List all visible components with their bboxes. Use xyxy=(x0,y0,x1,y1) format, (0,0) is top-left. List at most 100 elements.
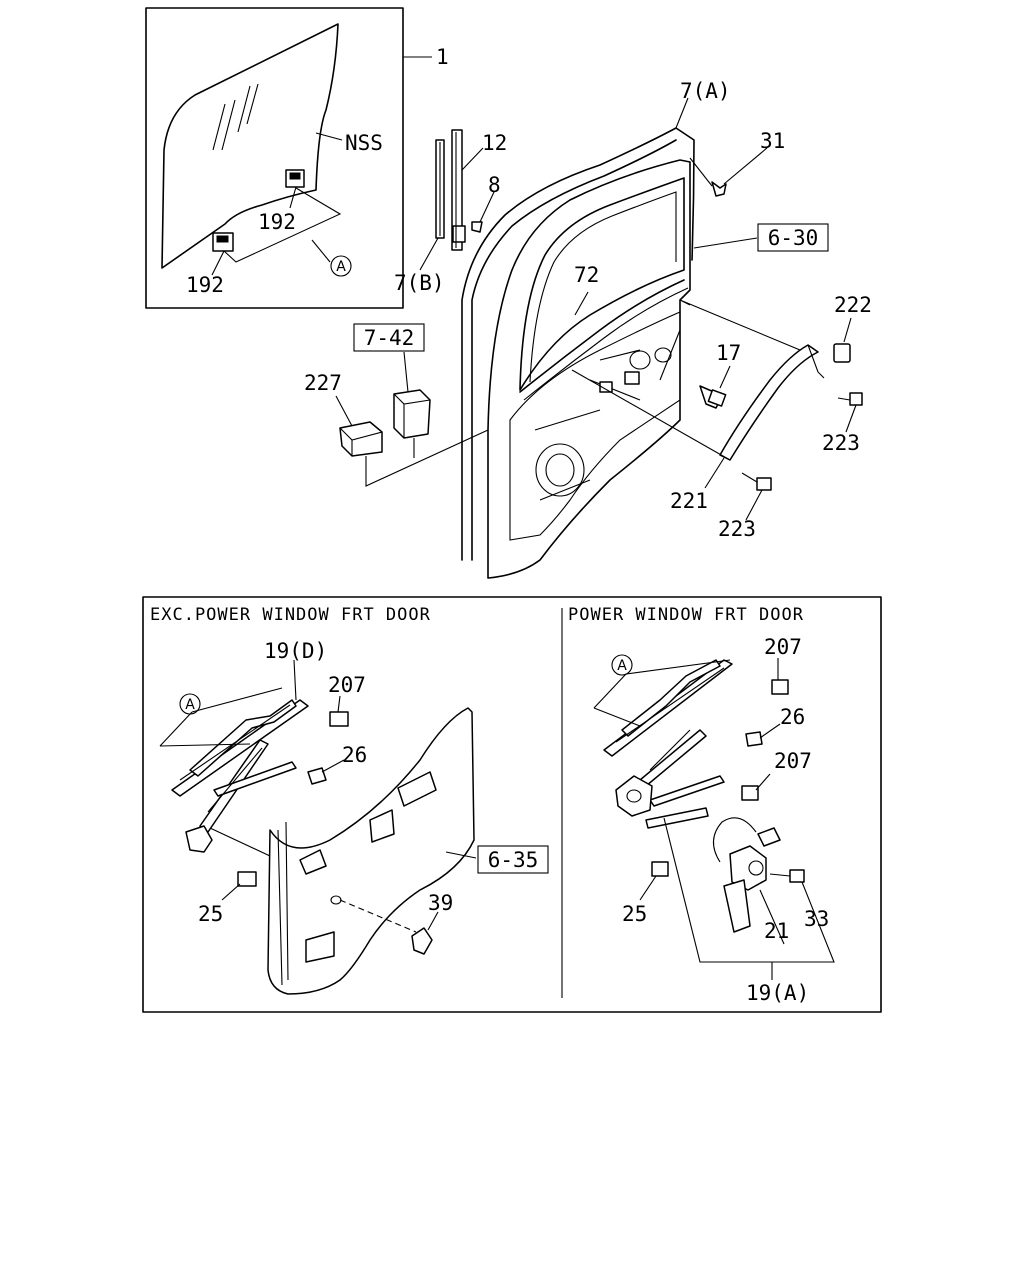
label-207-left: 207 xyxy=(328,673,366,697)
leader-7b xyxy=(419,237,439,271)
label-6-35: 6-35 xyxy=(488,848,539,872)
label-25-right: 25 xyxy=(622,902,647,926)
label-nss: NSS xyxy=(345,131,383,155)
right-panel-header: POWER WINDOW FRT DOOR xyxy=(568,605,804,625)
label-222: 222 xyxy=(834,293,872,317)
label-26-right: 26 xyxy=(780,705,805,729)
circle-a-marker xyxy=(330,255,352,277)
power-regulator-panel: POWER WINDOW FRT DOOR xyxy=(568,605,835,1005)
ref-box-7-42 xyxy=(353,323,425,352)
leader-31 xyxy=(723,147,768,185)
label-223-lower: 223 xyxy=(718,517,756,541)
label-26-left: 26 xyxy=(342,743,367,767)
door-assembly: 7(A) 31 12 8 7(B) 6-30 72 222 7-42 17 22… xyxy=(304,79,872,579)
label-7b: 7(B) xyxy=(394,271,445,295)
manual-regulator-panel: EXC.POWER WINDOW FRT DOOR 19(D) xyxy=(150,605,549,995)
speaker-hole xyxy=(535,443,585,497)
leader-8 xyxy=(479,191,495,223)
left-panel-header: EXC.POWER WINDOW FRT DOOR xyxy=(150,605,431,625)
regulator-panels-frame xyxy=(142,596,882,1013)
circle-a-letter: A xyxy=(336,259,346,275)
leader-12 xyxy=(461,147,484,171)
cap-222 xyxy=(833,343,851,363)
label-192-lower: 192 xyxy=(186,273,224,297)
label-227: 227 xyxy=(304,371,342,395)
label-19a: 19(A) xyxy=(746,981,809,1005)
regulator-gear xyxy=(185,825,213,853)
leader-a-right xyxy=(593,659,731,727)
label-17: 17 xyxy=(716,341,741,365)
leader-a xyxy=(311,239,331,263)
leader-72 xyxy=(574,291,589,316)
label-21: 21 xyxy=(764,919,789,943)
leader-a-left xyxy=(159,687,283,747)
door-panel xyxy=(487,159,691,579)
glass-inset: A 1 NSS 192 192 xyxy=(145,7,449,309)
screw-223-lower xyxy=(741,472,772,491)
leader-222 xyxy=(843,317,852,343)
leader-17 xyxy=(719,365,731,389)
leader-25-left xyxy=(221,883,241,901)
leader-221 xyxy=(704,457,725,489)
label-223-upper: 223 xyxy=(822,431,860,455)
bolt-25-left xyxy=(237,871,257,887)
screw-33 xyxy=(789,869,805,883)
label-8: 8 xyxy=(488,173,501,197)
label-6-30: 6-30 xyxy=(768,226,819,250)
door-trim-6-35 xyxy=(267,707,475,995)
leader-207-right-lower xyxy=(755,773,771,791)
leader-6-30 xyxy=(693,237,758,249)
bolt-207-right-lower xyxy=(741,785,759,801)
beltline-inner xyxy=(523,287,689,401)
leader-6-35 xyxy=(445,851,477,859)
handle-221 xyxy=(719,344,819,461)
leader-26-right xyxy=(759,723,781,739)
leader-207-left xyxy=(337,695,341,713)
guide-lines xyxy=(571,299,801,461)
window-crank-39 xyxy=(411,927,433,955)
leader-223-upper xyxy=(845,404,857,433)
leader-7-42 xyxy=(403,351,409,393)
circle-a-right-letter: A xyxy=(617,658,627,674)
glass-run-12 xyxy=(451,129,463,251)
glass-inset-frame xyxy=(145,7,404,309)
beltline-72 xyxy=(519,279,685,393)
screw-223-upper xyxy=(837,392,863,406)
ref-box-6-30 xyxy=(757,223,829,252)
circle-a-left xyxy=(179,693,201,715)
window-frame-inner xyxy=(529,191,677,383)
circle-a-left-letter: A xyxy=(185,697,195,713)
label-221: 221 xyxy=(670,489,708,513)
circle-a-right xyxy=(611,654,633,676)
nut-26-right xyxy=(745,731,763,747)
ref-box-6-35 xyxy=(477,845,549,874)
leader-227 xyxy=(335,395,353,427)
bracket-lines xyxy=(365,429,489,487)
leader-39 xyxy=(427,911,439,931)
label-7-42: 7-42 xyxy=(364,326,415,350)
label-31: 31 xyxy=(760,129,785,153)
leader-19a-bracket xyxy=(663,817,835,963)
label-25-left: 25 xyxy=(198,902,223,926)
bezel-227 xyxy=(339,421,383,457)
window-frame xyxy=(519,177,685,391)
glass-reflection xyxy=(212,83,259,151)
door-glass xyxy=(161,23,339,269)
bolt-207-right-upper xyxy=(771,679,789,695)
label-19d: 19(D) xyxy=(264,639,327,663)
label-7a: 7(A) xyxy=(680,79,731,103)
leader-7a xyxy=(675,97,689,129)
regulator-rail xyxy=(171,699,309,797)
glass-clip-upper xyxy=(285,169,305,188)
label-33: 33 xyxy=(804,907,829,931)
leader-a-bracket xyxy=(223,187,342,263)
label-72: 72 xyxy=(574,263,599,287)
label-192-upper: 192 xyxy=(258,210,296,234)
motor-connector xyxy=(757,827,781,847)
weatherstrip-7a xyxy=(461,127,695,561)
leader-nss xyxy=(315,132,343,141)
leader-25-right xyxy=(639,875,657,901)
label-12: 12 xyxy=(482,131,507,155)
nut-26-left xyxy=(307,767,327,785)
